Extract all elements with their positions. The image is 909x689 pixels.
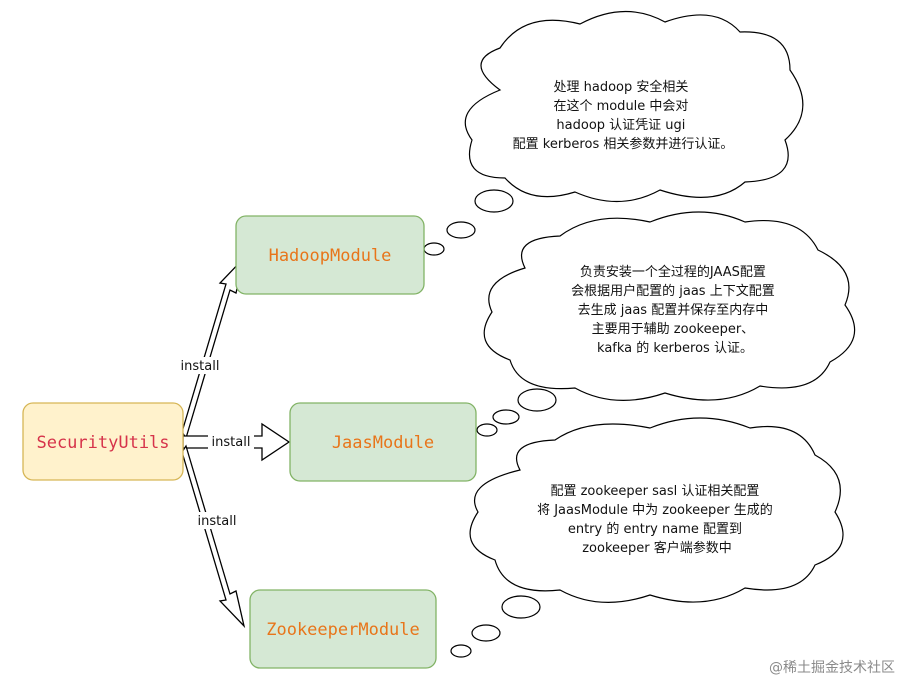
install-arrow-hadoop: [181, 255, 246, 440]
zookeeper-module-node: ZookeeperModule: [249, 589, 437, 669]
edge-label-bg: [208, 434, 254, 450]
hadoop-note-cloud: [464, 10, 804, 203]
jaas-module-node: JaasModule: [289, 402, 477, 482]
zookeeper-note-line: zookeeper 客户端参数中: [582, 540, 732, 556]
hadoop-note-line: hadoop 认证凭证 ugi: [556, 118, 685, 133]
zookeeper-note-line: entry 的 entry name 配置到: [568, 521, 742, 537]
jaas-note-trail: [476, 388, 557, 437]
hadoop-note-text: 处理 hadoop 安全相关 在这个 module 中会对 hadoop 认证凭…: [513, 79, 734, 152]
edge-label-bg: [176, 357, 224, 374]
hadoop-note-trail: [423, 189, 514, 256]
zookeeper-note-line: 配置 zookeeper sasl 认证相关配置: [550, 484, 759, 499]
hadoop-note-line: 处理 hadoop 安全相关: [553, 79, 688, 95]
edge-label-hadoop: install: [181, 359, 220, 374]
jaas-note-text: 负责安装一个全过程的JAAS配置 会根据用户配置的 jaas 上下文配置 去生成…: [571, 264, 779, 356]
zookeeper-note-trail: [450, 595, 541, 658]
edge-label-zookeeper: install: [198, 514, 237, 529]
hadoop-note-line: 配置 kerberos 相关参数并进行认证。: [513, 136, 734, 152]
edge-label-bg: [193, 512, 241, 529]
jaas-note-line: 去生成 jaas 配置并保存至内存中: [578, 302, 769, 318]
watermark: @稀土掘金技术社区: [769, 660, 895, 676]
security-utils-label: SecurityUtils: [36, 433, 169, 453]
hadoop-module-label: HadoopModule: [269, 246, 392, 266]
edge-label-jaas: install: [212, 435, 251, 450]
jaas-note-line: 主要用于辅助 zookeeper、: [592, 322, 755, 337]
install-arrow-zookeeper: [181, 444, 246, 629]
zookeeper-note-cloud: [469, 417, 844, 603]
jaas-note-line: 负责安装一个全过程的JAAS配置: [580, 264, 766, 280]
security-utils-node: SecurityUtils: [22, 402, 184, 481]
zookeeper-note-line: 将 JaasModule 中为 zookeeper 生成的: [537, 502, 773, 518]
jaas-module-label: JaasModule: [332, 433, 434, 453]
hadoop-note-line: 在这个 module 中会对: [553, 98, 688, 114]
zookeeper-module-label: ZookeeperModule: [266, 620, 420, 640]
jaas-note-line: kafka 的 kerberos 认证。: [597, 340, 753, 356]
hadoop-module-node: HadoopModule: [235, 215, 425, 295]
zookeeper-note-text: 配置 zookeeper sasl 认证相关配置 将 JaasModule 中为…: [537, 484, 777, 556]
jaas-note-line: 会根据用户配置的 jaas 上下文配置: [571, 283, 775, 299]
jaas-note-cloud: [483, 211, 856, 401]
